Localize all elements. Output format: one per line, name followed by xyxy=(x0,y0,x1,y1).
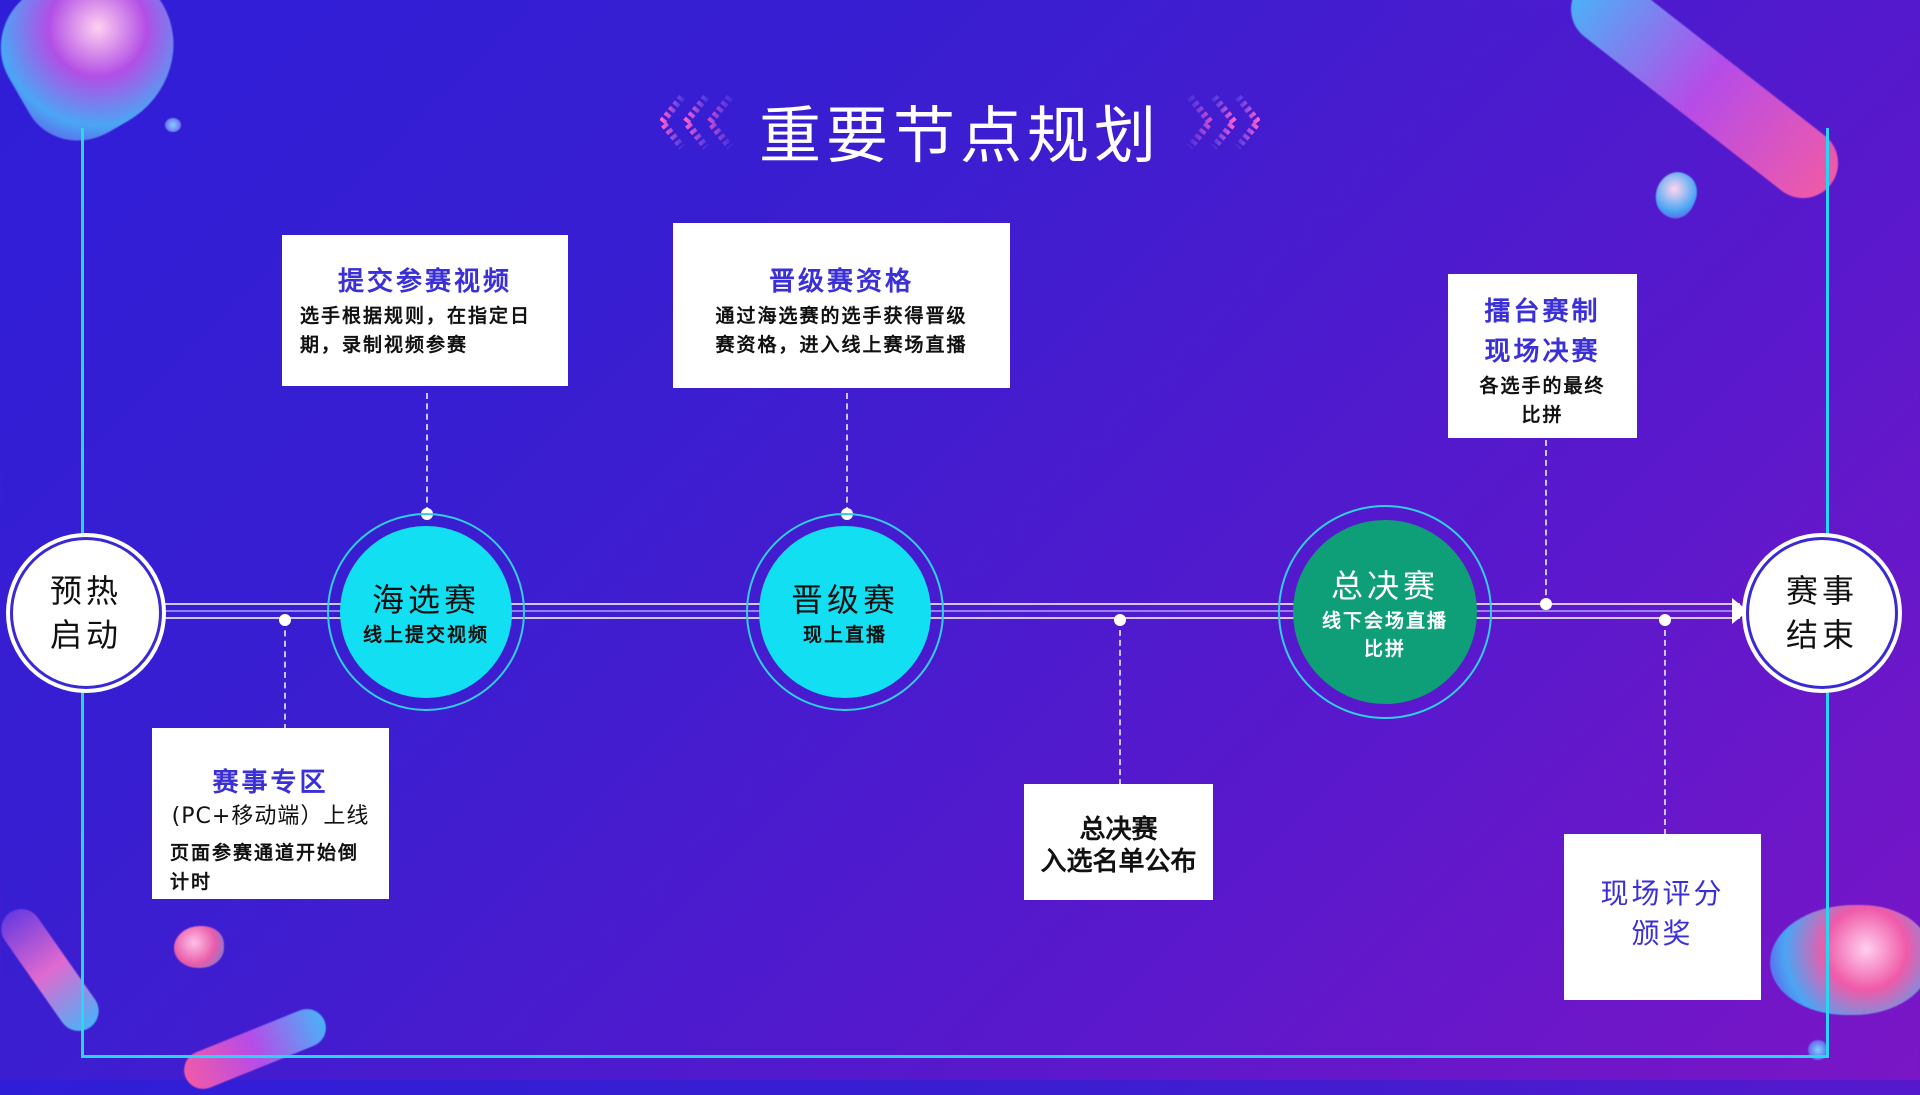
stage-node-audition: 海选赛 线上提交视频 xyxy=(340,526,512,698)
card-title: 现场决赛 xyxy=(1484,337,1601,367)
card-title: 颁奖 xyxy=(1631,917,1694,950)
stage-title: 晋级赛 xyxy=(790,581,899,619)
card-text: 总决赛 xyxy=(1079,815,1158,845)
connector-line xyxy=(846,393,848,513)
card-title: 赛事专区 xyxy=(212,768,329,798)
frame-bottom-line xyxy=(81,1055,1829,1058)
chevron-left-icon xyxy=(660,94,733,150)
connector-line xyxy=(1545,440,1547,605)
connector-line xyxy=(1664,620,1666,835)
end-node-line2: 结束 xyxy=(1785,616,1858,654)
end-node-line1: 赛事 xyxy=(1785,572,1858,610)
stage-subtitle: 比拼 xyxy=(1363,638,1406,660)
connector-line xyxy=(284,620,286,730)
start-node-line1: 预热 xyxy=(49,572,122,610)
decor-blob xyxy=(165,118,181,132)
card-text: (PC+移动端）上线 xyxy=(171,804,370,829)
card-title: 擂台赛制 xyxy=(1484,297,1601,327)
stage-subtitle: 线下会场直播 xyxy=(1321,610,1448,632)
end-node: 赛事 结束 xyxy=(1746,537,1898,689)
stage-ring xyxy=(1278,505,1492,719)
decor-blob xyxy=(1770,905,1920,1015)
decor-blob xyxy=(178,1003,332,1095)
card-text: 通过海选赛的选手获得晋级 xyxy=(715,305,968,327)
card-text: 赛资格，进入线上赛场直播 xyxy=(715,334,968,356)
start-node: 预热 启动 xyxy=(10,537,162,689)
connector-dot xyxy=(1114,614,1126,626)
stage-node-final: 总决赛 线下会场直播 比拼 xyxy=(1293,520,1477,704)
card-arena: 擂台赛制 现场决赛 各选手的最终 比拼 xyxy=(1448,274,1637,438)
chevron-right-icon xyxy=(1187,94,1260,150)
stage-title: 总决赛 xyxy=(1330,567,1439,605)
card-title: 晋级赛资格 xyxy=(768,267,914,297)
stage-title: 海选赛 xyxy=(371,581,480,619)
card-award: 现场评分 颁奖 xyxy=(1564,834,1761,1000)
card-text: 页面参赛通道开始倒 xyxy=(170,842,360,864)
card-title: 提交参赛视频 xyxy=(337,267,512,297)
connector-dot xyxy=(1540,598,1552,610)
card-text: 比拼 xyxy=(1521,404,1564,426)
card-title: 现场评分 xyxy=(1600,877,1725,910)
connector-dot xyxy=(279,614,291,626)
connector-line xyxy=(1119,620,1121,785)
card-text: 选手根据规则，在指定日 xyxy=(300,305,532,327)
card-promotion: 晋级赛资格 通过海选赛的选手获得晋级 赛资格，进入线上赛场直播 xyxy=(673,223,1010,388)
decor-blob xyxy=(0,901,107,1039)
stage-subtitle: 现上直播 xyxy=(802,624,887,646)
card-event-zone: 赛事专区 (PC+移动端）上线 页面参赛通道开始倒 计时 xyxy=(152,728,389,899)
stage-subtitle: 线上提交视频 xyxy=(362,624,489,646)
stage-ring xyxy=(746,513,944,711)
card-text: 期，录制视频参赛 xyxy=(300,334,469,356)
page-title: 重要节点规划 xyxy=(758,99,1161,172)
stage-ring xyxy=(327,513,525,711)
card-text: 入选名单公布 xyxy=(1040,847,1197,877)
stage-node-promotion: 晋级赛 现上直播 xyxy=(759,526,931,698)
start-node-line2: 启动 xyxy=(49,616,122,654)
decor-blob xyxy=(174,926,224,968)
card-finalist-list: 总决赛 入选名单公布 xyxy=(1024,784,1213,900)
card-text: 各选手的最终 xyxy=(1479,375,1606,397)
card-text: 计时 xyxy=(170,871,213,893)
connector-line xyxy=(426,393,428,513)
card-submit-video: 提交参赛视频 选手根据规则，在指定日 期，录制视频参赛 xyxy=(282,235,568,386)
connector-dot xyxy=(1659,614,1671,626)
